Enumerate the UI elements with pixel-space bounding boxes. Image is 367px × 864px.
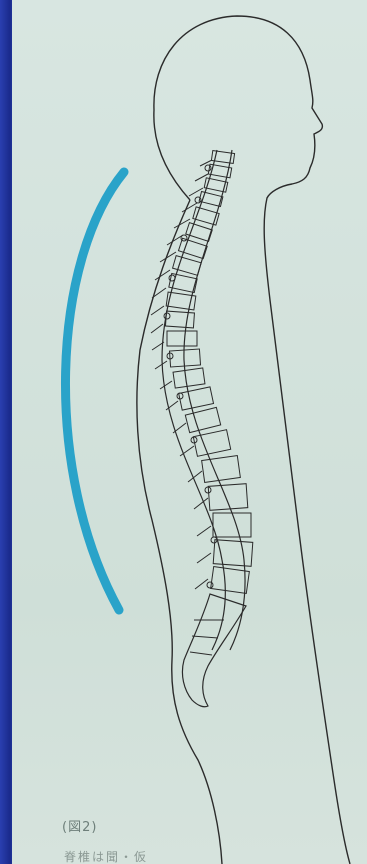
figure-subcaption: 脊椎は聞・仮 xyxy=(64,848,148,864)
back-outline xyxy=(137,200,222,864)
photo-of-figure: (図2) 脊椎は聞・仮 xyxy=(12,0,367,864)
human-silhouette-icon xyxy=(154,16,350,864)
figure-illustration xyxy=(12,0,367,864)
figure-caption: (図2) xyxy=(62,816,97,835)
spine-illustration-icon xyxy=(151,150,253,707)
curvature-arc-icon xyxy=(65,172,124,610)
